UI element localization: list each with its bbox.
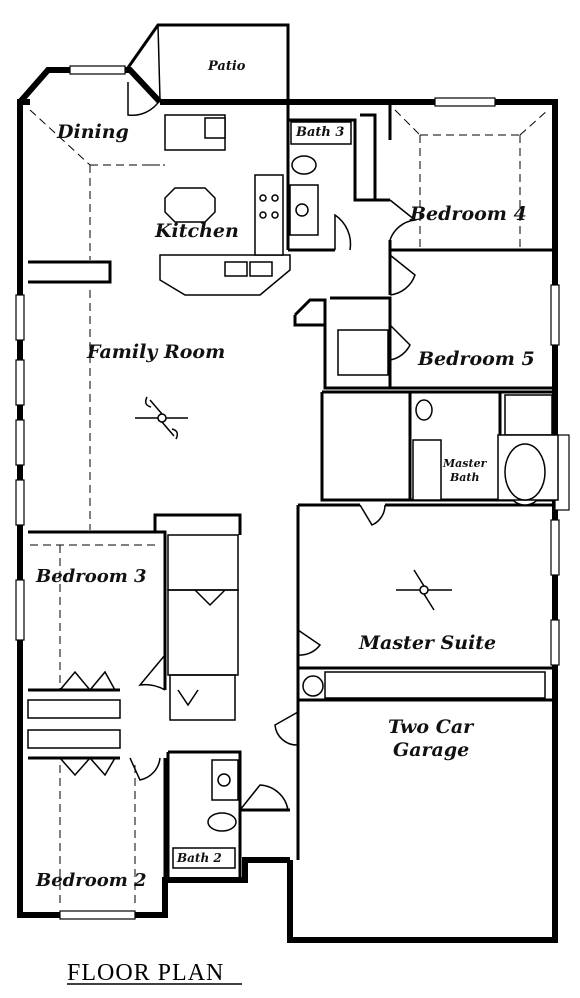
- room-label-bedroom2: Bedroom 2: [35, 870, 147, 891]
- room-label-master-bath-2: Bath: [449, 471, 480, 484]
- room-label-patio: Patio: [207, 59, 246, 74]
- room-label-bedroom4: Bedroom 4: [409, 203, 527, 225]
- plan-caption: FLOOR PLAN: [67, 960, 224, 986]
- room-label-family-room: Family Room: [86, 341, 225, 363]
- room-label-bedroom5: Bedroom 5: [417, 348, 535, 370]
- ceiling-fan-icon: [396, 569, 452, 611]
- room-label-bath2: Bath 2: [176, 851, 222, 865]
- room-labels: Patio Dining Bath 3 Bedroom 4 Kitchen Fa…: [35, 59, 535, 891]
- room-label-garage-2: Garage: [393, 739, 469, 761]
- kitchen-fixtures: [159, 114, 291, 296]
- room-label-dining: Dining: [56, 121, 129, 143]
- room-label-master-suite: Master Suite: [358, 632, 496, 654]
- interior-walls: [27, 102, 555, 915]
- ceiling-fan-icon: [135, 396, 188, 440]
- room-label-garage-1: Two Car: [388, 716, 475, 738]
- ceiling-lines: [29, 109, 549, 905]
- bath-fixtures: [207, 155, 559, 832]
- door-swings: [59, 82, 417, 811]
- patio: [123, 23, 290, 102]
- room-label-bath3: Bath 3: [295, 125, 344, 140]
- room-label-kitchen: Kitchen: [154, 220, 239, 242]
- room-label-master-bath-1: Master: [442, 457, 488, 470]
- room-label-bedroom3: Bedroom 3: [35, 566, 147, 587]
